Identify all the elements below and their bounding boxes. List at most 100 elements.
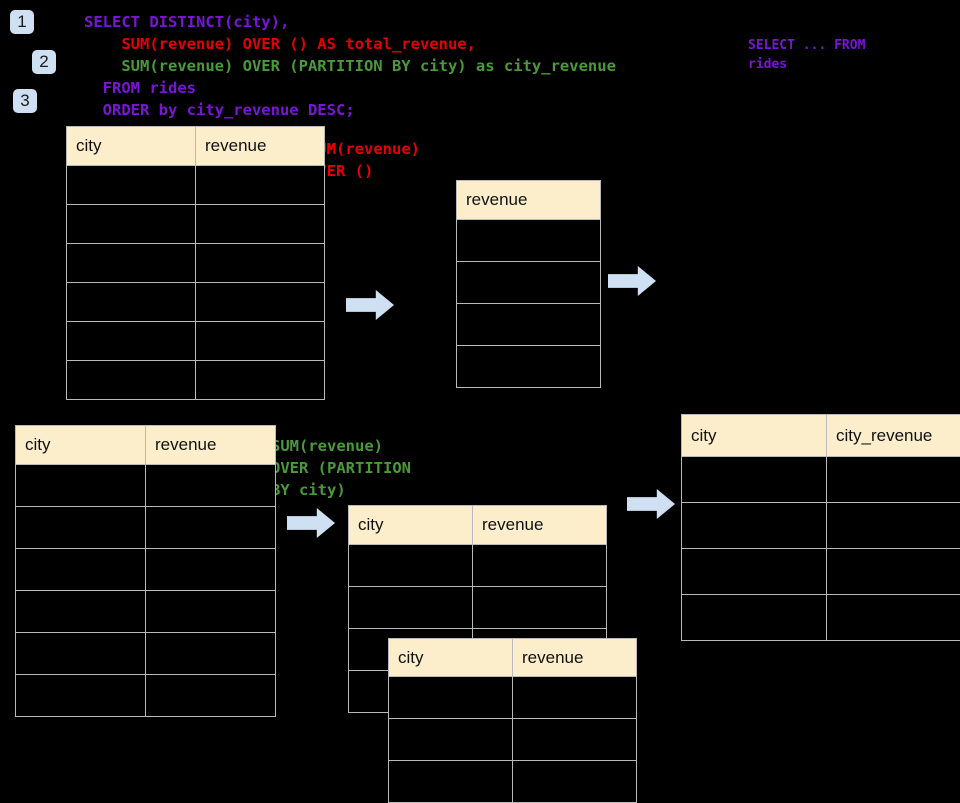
table-cell xyxy=(473,587,607,629)
table-row xyxy=(389,719,637,761)
table-cell xyxy=(67,322,196,361)
table-cell xyxy=(682,595,827,641)
table-cell xyxy=(146,507,276,549)
table-header-row: revenue xyxy=(457,181,601,220)
table-cell xyxy=(349,587,473,629)
table-cell xyxy=(513,677,637,719)
table-cell xyxy=(457,304,601,346)
table-row xyxy=(67,322,325,361)
table-row xyxy=(349,587,607,629)
table-cell xyxy=(682,457,827,503)
arrow-partition-to-result xyxy=(627,489,675,519)
table-cell xyxy=(16,465,146,507)
table-row xyxy=(67,205,325,244)
table-cell xyxy=(146,549,276,591)
table-row xyxy=(16,465,276,507)
table-cell xyxy=(67,283,196,322)
table-cell xyxy=(827,549,960,595)
arrow-icon xyxy=(627,489,675,519)
table-cell xyxy=(389,677,513,719)
table-cell xyxy=(389,761,513,803)
column-header-city: city xyxy=(349,506,473,545)
table-cell xyxy=(349,545,473,587)
sql-line-4: FROM rides xyxy=(84,77,616,99)
sql-line-1: SELECT DISTINCT(city), xyxy=(84,11,616,33)
table-cell xyxy=(146,675,276,717)
table-row xyxy=(389,677,637,719)
table-cell xyxy=(682,503,827,549)
table-row xyxy=(682,549,960,595)
table-row xyxy=(457,220,601,262)
select-from-rides-note: SELECT ... FROM rides xyxy=(748,36,865,74)
table-cell xyxy=(196,166,325,205)
column-header-city: city xyxy=(16,426,146,465)
table-cell xyxy=(196,244,325,283)
table-cell xyxy=(67,166,196,205)
sql-code: SELECT DISTINCT(city), SUM(revenue) OVER… xyxy=(84,11,616,121)
table-cell xyxy=(16,675,146,717)
arrow-icon xyxy=(608,266,656,296)
table-cell xyxy=(16,633,146,675)
table-row xyxy=(67,244,325,283)
table-cell xyxy=(473,545,607,587)
arrow-icon xyxy=(346,290,394,320)
table-cell xyxy=(146,633,276,675)
table-row xyxy=(457,346,601,388)
column-header-city: city xyxy=(682,415,827,457)
table-row xyxy=(16,549,276,591)
table-row xyxy=(16,675,276,717)
table-cell xyxy=(146,465,276,507)
table-cell xyxy=(682,549,827,595)
sum-over-partition-note: SUM(revenue) OVER (PARTITION BY city) xyxy=(271,435,411,501)
table-row xyxy=(16,591,276,633)
table-cell xyxy=(16,549,146,591)
sql-line-5: ORDER by city_revenue DESC; xyxy=(84,99,616,121)
table-cell xyxy=(67,205,196,244)
table-row xyxy=(457,304,601,346)
column-header-revenue: revenue xyxy=(513,639,637,677)
table-row xyxy=(682,503,960,549)
table-cell xyxy=(457,346,601,388)
table-cell xyxy=(513,719,637,761)
table-cell xyxy=(196,205,325,244)
table-row xyxy=(682,595,960,641)
table-cell xyxy=(827,595,960,641)
arrow-total-to-result xyxy=(608,266,656,296)
column-header-revenue: revenue xyxy=(196,127,325,166)
table-cell xyxy=(16,507,146,549)
table-row xyxy=(67,361,325,400)
table-row xyxy=(349,545,607,587)
sql-line-2: SUM(revenue) OVER () AS total_revenue, xyxy=(84,33,616,55)
table-cell xyxy=(196,322,325,361)
table-row xyxy=(16,507,276,549)
column-header-city: city xyxy=(389,639,513,677)
arrow-source2-to-partition xyxy=(287,508,335,538)
table-row xyxy=(389,761,637,803)
table-cell xyxy=(16,591,146,633)
arrow-icon xyxy=(287,508,335,538)
total-revenue-table: revenue xyxy=(456,180,601,388)
table-cell xyxy=(196,361,325,400)
table-cell xyxy=(457,220,601,262)
table-cell xyxy=(457,262,601,304)
table-cell xyxy=(146,591,276,633)
column-header-city_revenue: city_revenue xyxy=(827,415,960,457)
table-cell xyxy=(67,361,196,400)
column-header-city: city xyxy=(67,127,196,166)
step-badge-2: 2 xyxy=(32,50,56,74)
table-cell xyxy=(827,457,960,503)
table-row xyxy=(457,262,601,304)
column-header-revenue: revenue xyxy=(473,506,607,545)
sql-line-3: SUM(revenue) OVER (PARTITION BY city) as… xyxy=(84,55,616,77)
table-cell xyxy=(513,761,637,803)
table-cell xyxy=(827,503,960,549)
